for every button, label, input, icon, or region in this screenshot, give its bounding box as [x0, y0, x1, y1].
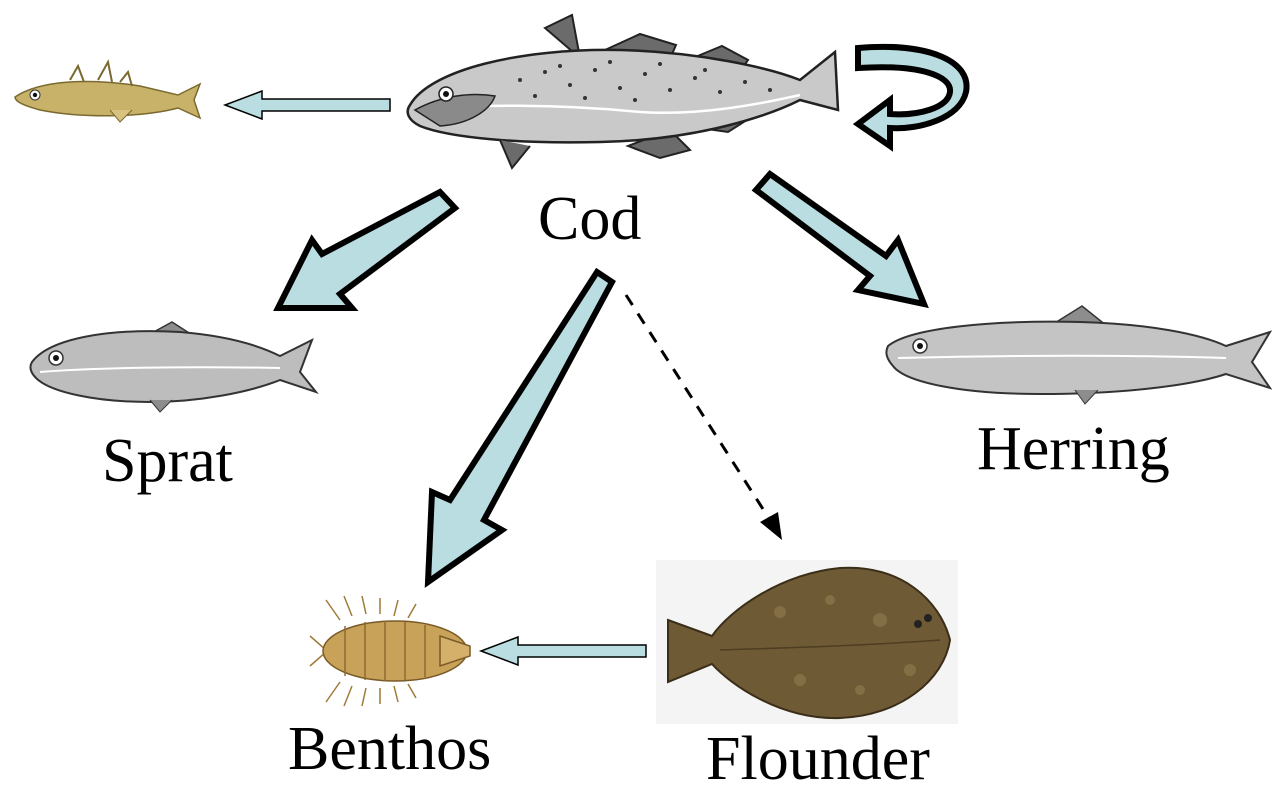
arrow-cod-to-herring [756, 174, 924, 304]
arrow-cod-to-stickleback [225, 91, 390, 119]
dashed-arrow-cod-to-flounder [626, 295, 782, 540]
herring-label: Herring [977, 418, 1170, 480]
sprat-label: Sprat [102, 430, 233, 492]
cod-label: Cod [538, 188, 641, 250]
isopod-benthos-icon [310, 596, 470, 706]
cod-fish-icon [408, 15, 838, 168]
arrow-cod-to-sprat [278, 192, 455, 308]
arrow-flounder-to-benthos [481, 637, 646, 665]
sprat-fish-icon [30, 322, 316, 412]
cannibalism-arrow [858, 47, 967, 146]
benthos-label: Benthos [288, 718, 491, 780]
stickleback-fish-icon [15, 62, 200, 122]
flounder-fish-icon [656, 560, 958, 724]
arrow-cod-to-benthos [428, 272, 612, 582]
herring-fish-icon [886, 306, 1270, 404]
